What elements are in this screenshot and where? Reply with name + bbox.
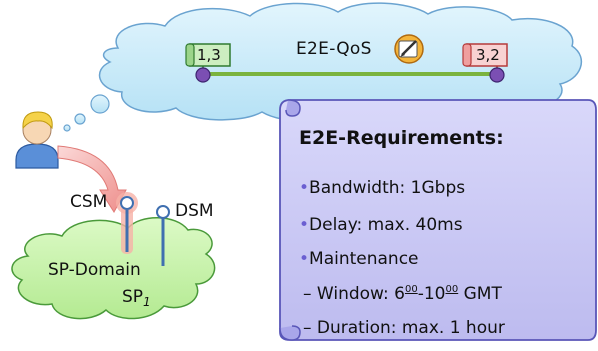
right-flag-icon [462, 43, 508, 74]
qos-title: E2E-QoS [296, 39, 372, 59]
maintenance-window: – Window: 600-1000 GMT [303, 284, 502, 304]
thought-bubble-medium [74, 113, 86, 125]
requirements-scroll [279, 99, 597, 341]
qos-cloud [98, 2, 583, 123]
thought-bubble-small [63, 124, 71, 132]
right-flag-label: 3,2 [476, 46, 500, 64]
bullet-icon: • [299, 178, 310, 198]
sp-id-label: SP1 [122, 287, 151, 309]
csm-label: CSM [70, 192, 108, 212]
requirement-bandwidth: •Bandwidth: 1Gbps [299, 178, 466, 198]
csm-pin [116, 192, 138, 254]
left-flag-label: 1,3 [197, 46, 221, 64]
requirement-delay: •Delay: max. 40ms [299, 215, 463, 235]
bullet-icon: • [299, 249, 310, 269]
sp-domain-label: SP-Domain [48, 260, 141, 280]
dsm-pin [156, 205, 170, 266]
thought-bubble-large [90, 94, 110, 114]
bullet-icon: • [299, 215, 310, 235]
link-endpoint-left [195, 67, 211, 83]
request-arrow [57, 145, 127, 213]
user-icon [15, 111, 59, 169]
link-endpoint-right [489, 67, 505, 83]
edit-pencil-icon [394, 34, 424, 64]
dsm-label: DSM [175, 201, 214, 221]
requirements-heading: E2E-Requirements: [299, 127, 504, 149]
maintenance-duration: – Duration: max. 1 hour [303, 318, 505, 338]
requirement-maintenance: •Maintenance [299, 249, 419, 269]
